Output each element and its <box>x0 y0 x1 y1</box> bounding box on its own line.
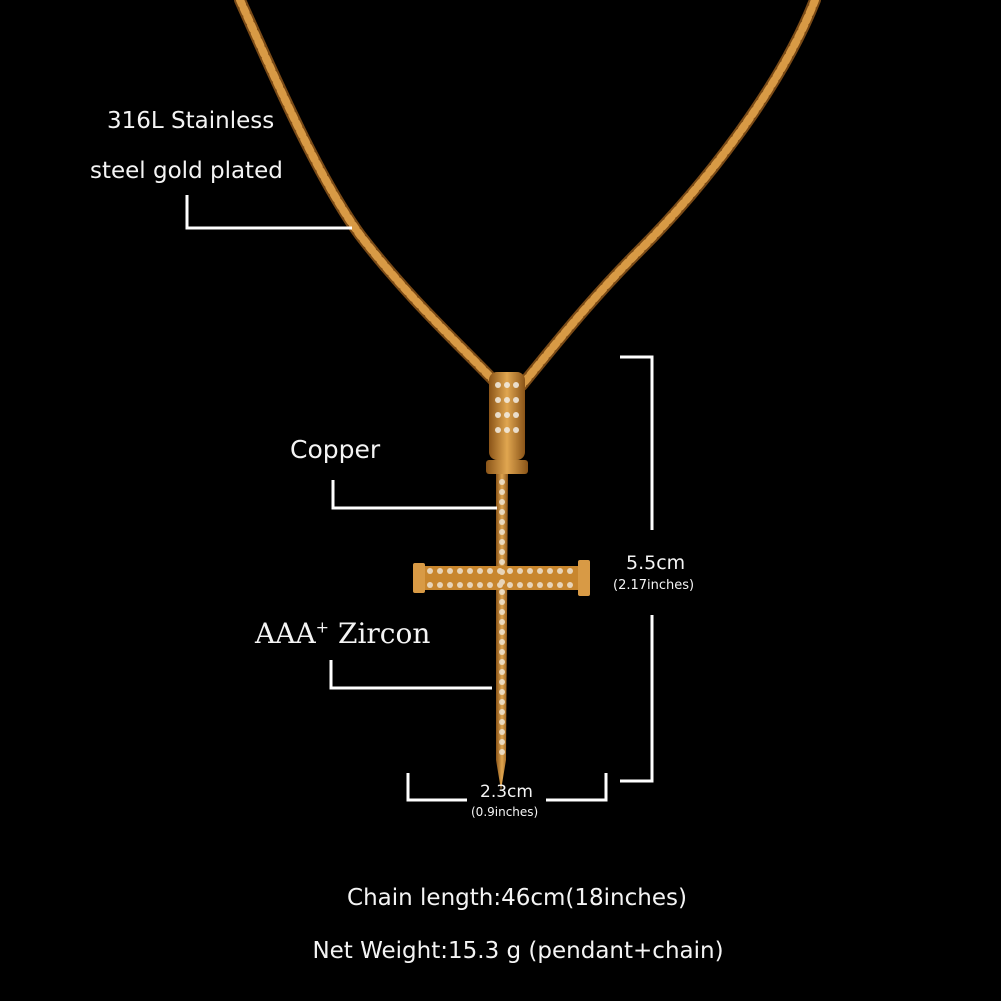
zircon-grade: AAA <box>255 617 316 650</box>
zircon-stone <box>499 549 505 555</box>
zircon-label: AAA+ Zircon <box>255 617 430 650</box>
zircon-stone <box>499 559 505 565</box>
zircon-stone <box>527 568 533 574</box>
net-weight: Net Weight:15.3 g (pendant+chain) <box>312 938 724 964</box>
zircon-stone <box>467 582 473 588</box>
zircon-stone <box>499 649 505 655</box>
zircon-stone <box>499 719 505 725</box>
zircon-stone <box>499 609 505 615</box>
zircon-stone <box>499 539 505 545</box>
zircon-stone <box>517 582 523 588</box>
zircon-stone <box>427 568 433 574</box>
zircon-stone <box>497 582 503 588</box>
zircon-stone <box>437 568 443 574</box>
chain-length: Chain length:46cm(18inches) <box>347 885 687 911</box>
zircon-stone <box>499 709 505 715</box>
zircon-stone <box>547 582 553 588</box>
zircon-stone <box>517 568 523 574</box>
zircon-stone <box>499 729 505 735</box>
annotation-lines <box>185 195 654 802</box>
zircon-stone <box>499 629 505 635</box>
zircon-stone <box>499 669 505 675</box>
zircon-stone <box>527 582 533 588</box>
zircon-stone <box>507 582 513 588</box>
zircon-stone <box>457 568 463 574</box>
zircon-stone <box>499 489 505 495</box>
zircon-stone <box>499 689 505 695</box>
zircon-stone <box>437 582 443 588</box>
zircon-stone <box>499 679 505 685</box>
zircon-stone <box>447 582 453 588</box>
zircon-stone <box>499 509 505 515</box>
zircon-plus: + <box>315 617 330 637</box>
zircon-stone <box>497 568 503 574</box>
zircon-stone <box>499 529 505 535</box>
zircon-stone <box>477 582 483 588</box>
zircon-stone <box>499 499 505 505</box>
zircon-stone <box>499 479 505 485</box>
zircon-word: Zircon <box>337 617 431 650</box>
copper-label: Copper <box>290 435 381 464</box>
height-inches: (2.17inches) <box>613 578 695 593</box>
zircon-stone <box>499 749 505 755</box>
material-label-line1: 316L Stainless <box>107 108 275 134</box>
zircon-stone <box>547 568 553 574</box>
zircon-stone <box>567 582 573 588</box>
zircon-stone <box>477 568 483 574</box>
zircon-stone <box>499 599 505 605</box>
height-cm: 5.5cm <box>626 552 686 574</box>
zircon-stone <box>499 699 505 705</box>
zircon-stone <box>537 568 543 574</box>
zircon-stone <box>487 568 493 574</box>
width-cm: 2.3cm <box>480 782 533 802</box>
zircon-stone <box>557 568 563 574</box>
zircon-stone <box>499 519 505 525</box>
zircon-stone <box>567 568 573 574</box>
chain <box>234 0 821 391</box>
zircon-stone <box>457 582 463 588</box>
zircon-stone <box>537 582 543 588</box>
zircon-stone <box>499 589 505 595</box>
zircon-stone <box>499 619 505 625</box>
zircon-stone <box>487 582 493 588</box>
pendant <box>413 372 590 790</box>
zircon-stone <box>499 659 505 665</box>
zircon-stone <box>557 582 563 588</box>
zircon-stone <box>447 568 453 574</box>
zircon-stone <box>467 568 473 574</box>
width-inches: (0.9inches) <box>471 805 539 819</box>
zircon-stone <box>499 639 505 645</box>
zircon-stone <box>507 568 513 574</box>
zircon-stone <box>499 739 505 745</box>
zircon-stone <box>427 582 433 588</box>
material-label-line2: steel gold plated <box>90 158 283 184</box>
